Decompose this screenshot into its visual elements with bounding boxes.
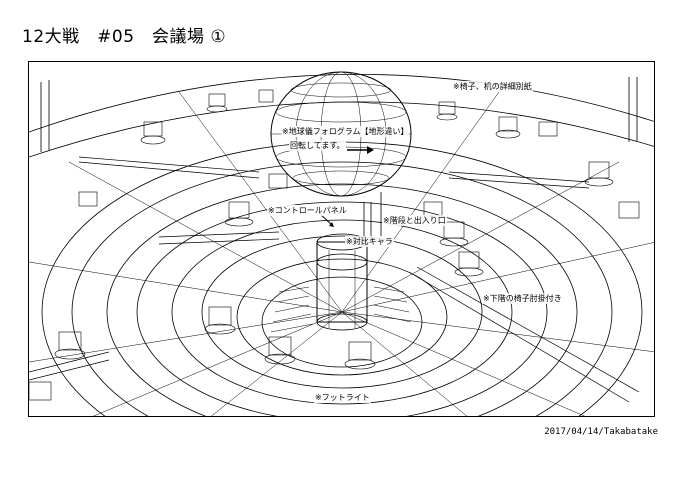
drawing-frame: ※椅子、机の詳細別紙 ※地球儀フォログラム【地形違い】 回転してます。 ※コント… <box>28 61 655 417</box>
note-scale-character: ※対比キャラ <box>345 236 394 247</box>
arrow-right-icon <box>347 146 374 154</box>
note-chair-details: ※椅子、机の詳細別紙 <box>452 81 533 92</box>
note-lower-chairs: ※下階の椅子肘掛付き <box>482 293 563 304</box>
note-control-panel: ※コントロールパネル <box>267 205 348 216</box>
note-globe-rotation: 回転してます。 <box>289 140 346 151</box>
note-stairs-entrance: ※階段と出入り口 <box>382 215 447 226</box>
footer-credit: 2017/04/14/Takabatake <box>544 427 658 437</box>
note-footlight: ※フットライト <box>314 392 371 403</box>
page-title: 12大戦 #05 会議場 ① <box>22 27 227 47</box>
arena-line-drawing <box>29 71 654 416</box>
note-globe-hologram: ※地球儀フォログラム【地形違い】 <box>281 126 410 137</box>
